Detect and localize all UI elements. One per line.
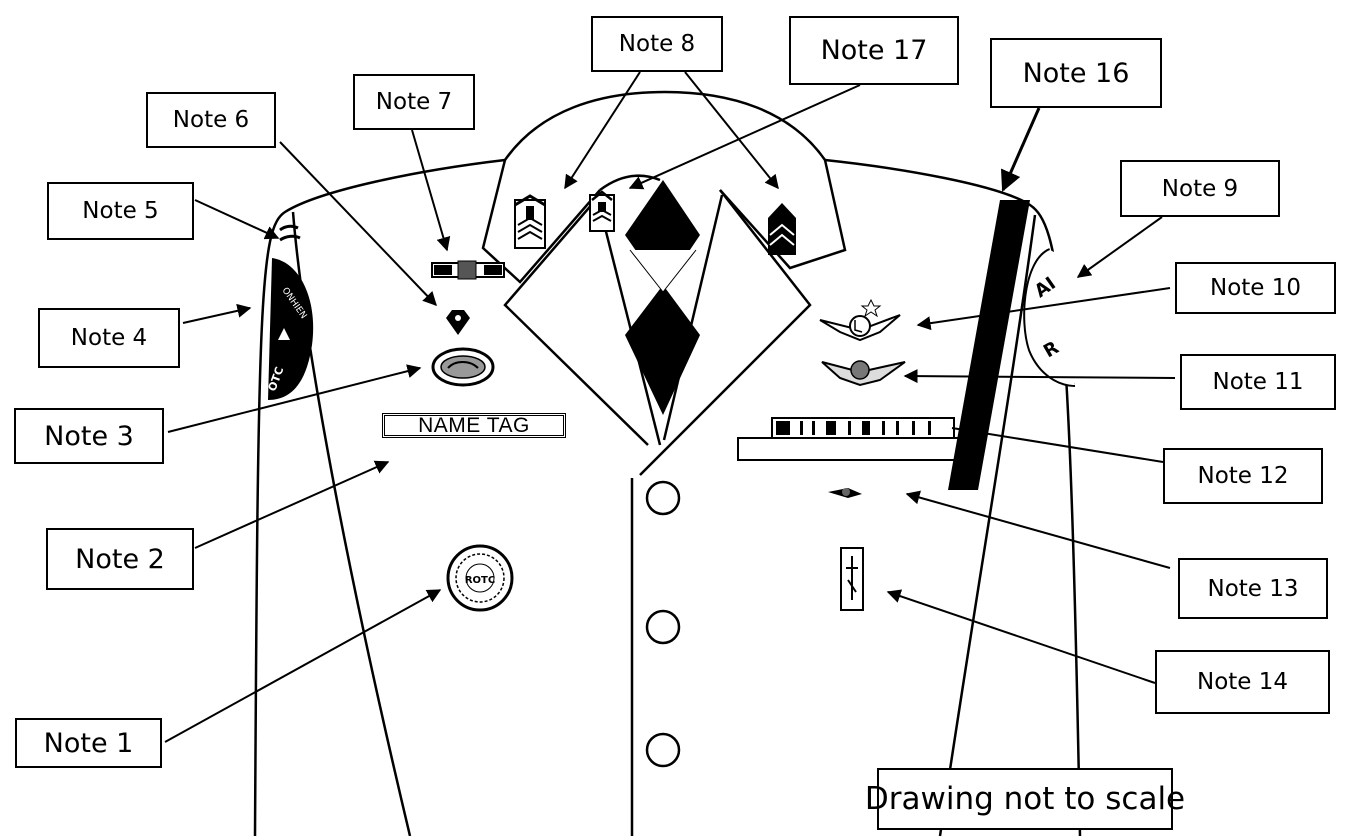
note-3-label: Note 3 — [14, 408, 164, 464]
tie-icon — [625, 180, 700, 415]
emblem-icon — [446, 310, 470, 335]
note-14-label: Note 14 — [1155, 650, 1330, 714]
bar-badge-icon — [432, 261, 504, 279]
note-9-label: Note 9 — [1120, 160, 1280, 217]
vertical-badge-icon — [841, 548, 863, 610]
seal-emblem-icon: ROTC — [448, 546, 512, 610]
sash-bar — [948, 200, 1030, 490]
note-16-label: Note 16 — [990, 38, 1162, 108]
note-7-label: Note 7 — [353, 74, 475, 130]
note-11-label: Note 11 — [1180, 354, 1336, 410]
note-1-label: Note 1 — [15, 718, 162, 768]
shoulder-stripes-left — [280, 226, 300, 240]
note-13-label: Note 13 — [1178, 558, 1328, 619]
note-17-label: Note 17 — [789, 16, 959, 85]
note-5-label: Note 5 — [47, 182, 194, 240]
button-icon — [647, 611, 679, 643]
chevron-insignia-icon — [515, 196, 545, 248]
drawing-scale-caption: Drawing not to scale — [877, 768, 1173, 830]
seal-text: ROTC — [465, 575, 495, 586]
sleeve-patch-icon: AI R — [1025, 250, 1075, 385]
sleeve-patch-icon: ONHIEN OTC — [266, 258, 314, 400]
name-tag: NAME TAG — [382, 413, 566, 438]
note-2-label: Note 2 — [46, 528, 194, 590]
button-icon — [647, 482, 679, 514]
ribbon-rack-icon — [738, 418, 960, 460]
button-icon — [647, 734, 679, 766]
wings-badge-icon — [820, 300, 900, 340]
small-wings-icon — [828, 488, 862, 498]
wings-badge-icon — [822, 361, 905, 385]
note-10-label: Note 10 — [1175, 262, 1336, 314]
oval-badge-icon — [433, 349, 493, 385]
note-8-label: Note 8 — [591, 16, 723, 72]
note-4-label: Note 4 — [38, 308, 180, 368]
note-6-label: Note 6 — [146, 92, 276, 148]
note-12-label: Note 12 — [1163, 448, 1323, 504]
chevron-insignia-icon — [768, 203, 796, 255]
chevron-insignia-icon — [590, 192, 614, 231]
